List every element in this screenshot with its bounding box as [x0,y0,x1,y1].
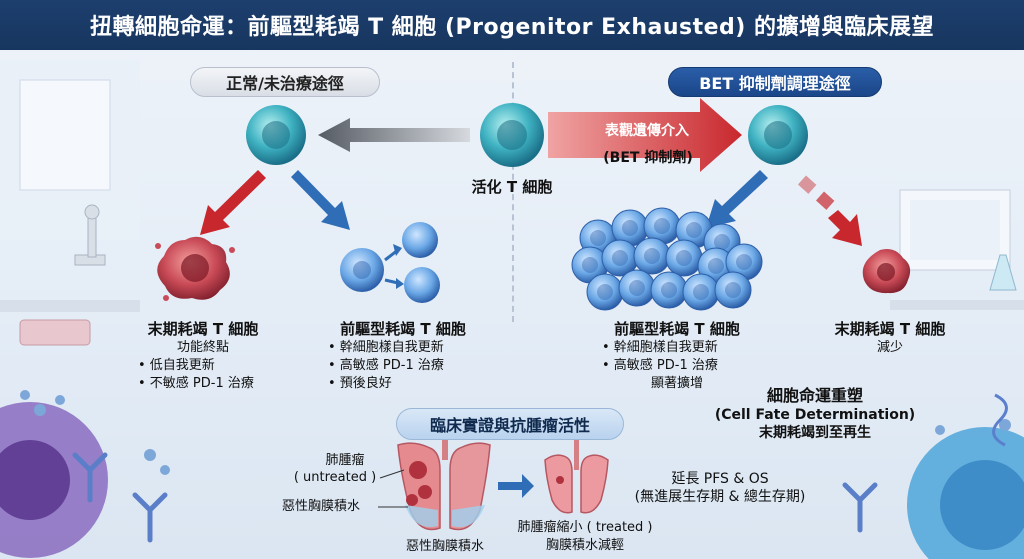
progenitor-cell-nucleus [725,282,741,298]
progenitor-cell-nucleus [590,230,606,246]
terminal-left-text: 末期耗竭 T 細胞 功能終點 • 低自我更新 • 不敏感 PD-1 治療 [128,318,278,393]
terminal-exhausted-cell-left [155,236,235,301]
terminal-left-line: 功能終點 [176,340,229,355]
terminal-exhausted-cell-right [862,249,911,294]
progenitor-cells-left [340,222,440,303]
intervention-label: 表觀遺傳介入 [605,123,689,139]
progenitor-cell-nucleus [629,280,645,296]
activated-tcell-label: 活化 T 細胞 [471,178,553,196]
cell-fate-block: 細胞命運重塑 (Cell Fate Determination) 末期耗竭到至再… [700,382,930,442]
treatment-arrow [498,474,534,498]
progenitor-left-title: 前驅型耗竭 T 細胞 [340,320,466,338]
terminal-right-text: 末期耗竭 T 細胞 減少 [815,318,965,357]
bet-path-label: BET 抑制劑調理途徑 [668,67,882,97]
progenitor-left-text: 前驅型耗竭 T 細胞 • 幹細胞樣自我更新 • 高敏感 PD-1 治療 • 預後… [318,318,488,393]
lungs-untreated [397,425,491,531]
clinical-evidence-label: 臨床實證與抗腫瘤活性 [396,408,624,440]
activated-tcell [480,103,544,167]
arrow-to-terminal-right [797,175,862,246]
arrow-to-terminal-left [200,170,266,235]
treated-label: 肺腫瘤縮小 ( treated ) [517,520,653,535]
progenitor-right-line: 顯著擴增 [650,376,703,391]
progenitor-left-line: • 高敏感 PD-1 治療 [328,358,444,373]
progenitor-left-line: • 預後良好 [328,376,392,391]
progenitor-cell-nucleus [693,284,709,300]
progenitor-right-line: • 幹細胞樣自我更新 [602,340,718,355]
progenitor-cell [714,271,752,309]
progenitor-cell-nucleus [644,248,660,264]
progenitor-right-title: 前驅型耗竭 T 細胞 [614,320,740,338]
progenitor-cell-nucleus [708,258,724,274]
left-tcell [246,105,306,165]
progenitor-cell-nucleus [676,250,692,266]
cell-fate-title: 細胞命運重塑 [766,386,863,405]
path-divider [512,62,514,322]
arrow-to-progenitor-left [291,170,350,230]
outcome-line2: (無進展生存期 & 總生存期) [634,489,806,505]
progenitor-right-line: • 高敏感 PD-1 治療 [602,358,718,373]
progenitor-cell-nucleus [654,218,670,234]
intervention-drug-label: (BET 抑制劑) [603,150,693,166]
terminal-right-title: 末期耗竭 T 細胞 [834,320,946,338]
outcome-block: 延長 PFS & OS (無進展生存期 & 總生存期) [620,470,820,506]
progenitor-cell-nucleus [736,254,752,270]
cell-fate-note: 末期耗竭到至再生 [759,425,871,441]
arrow-to-normal-path [318,118,470,152]
progenitor-cell-nucleus [597,284,613,300]
progenitor-cell-nucleus [714,234,730,250]
lungs-treated [544,440,609,514]
normal-path-label: 正常/未治療途徑 [190,67,380,97]
molecule-icon [20,390,1011,475]
progenitor-cell-nucleus [686,222,702,238]
page-title: 扭轉細胞命運：前驅型耗竭 T 細胞 (Progenitor Exhausted)… [0,0,1024,50]
progenitor-left-line: • 幹細胞樣自我更新 [328,340,444,355]
terminal-left-title: 末期耗竭 T 細胞 [147,320,259,338]
progenitor-cell-nucleus [622,220,638,236]
progenitor-cell-nucleus [582,257,598,273]
flask-icon [989,254,1017,291]
arrow-bet-intervention [548,98,742,172]
microscope-icon [74,204,106,266]
tumor-label: 肺腫瘤 [325,453,365,468]
antibody-icon [72,452,168,543]
treated-note: 胸膜積水減輕 [545,538,624,553]
terminal-left-line: • 低自我更新 [138,358,215,373]
dna-icon [992,393,1008,447]
outcome-line1: 延長 PFS & OS [671,471,769,487]
progenitor-cell-nucleus [612,250,628,266]
antibody-icon [842,482,878,533]
effusion-label: 惡性胸膜積水 [282,499,361,514]
progenitor-cell-nucleus [661,282,677,298]
cell-fate-subtitle: (Cell Fate Determination) [714,407,916,423]
effusion-bottom-label: 惡性胸膜積水 [405,539,484,554]
right-tcell [748,105,808,165]
terminal-right-line: 減少 [876,340,903,355]
untreated-label: ( untreated ) [293,470,377,485]
arrow-to-progenitor-right [706,170,768,228]
progenitor-right-text: 前驅型耗竭 T 細胞 • 幹細胞樣自我更新 • 高敏感 PD-1 治療 顯著擴增 [592,318,762,393]
terminal-left-line: • 不敏感 PD-1 治療 [138,376,254,391]
progenitor-cells-expanded [571,207,763,311]
